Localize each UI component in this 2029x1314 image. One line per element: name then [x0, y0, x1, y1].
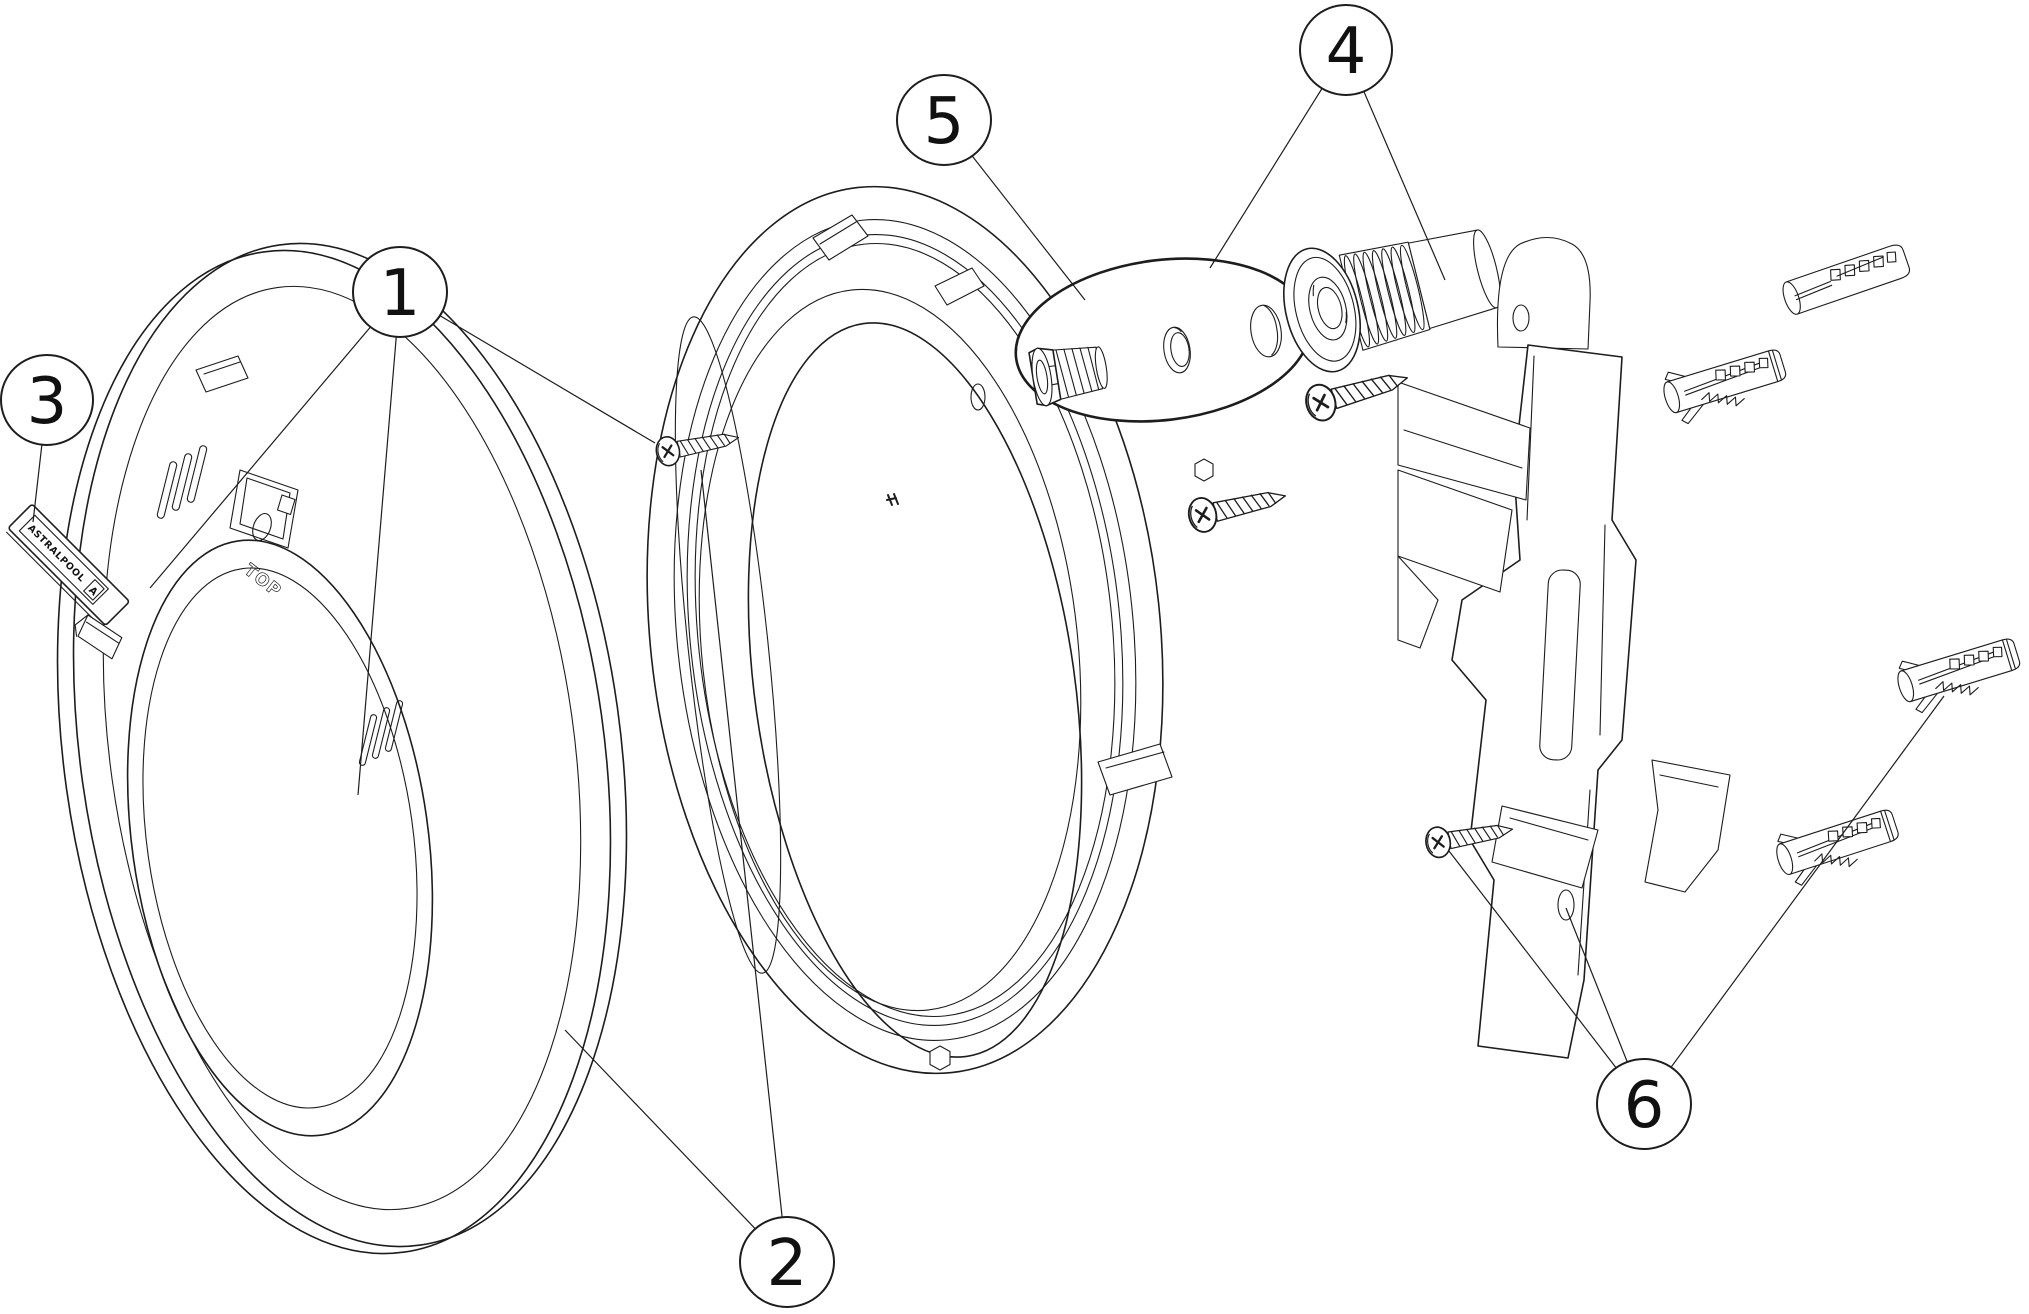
housing-bottom-tab	[1097, 743, 1173, 796]
trim-ring-back-rim	[56, 249, 612, 1255]
callout-2-number: 2	[767, 1227, 808, 1301]
housing-bottom-hex	[929, 1045, 951, 1071]
housing-top-clip	[934, 267, 985, 306]
wall-plug-1	[1778, 242, 1913, 317]
bracket-bottom-hook	[1491, 805, 1599, 889]
top-marking-text: TOP	[240, 560, 285, 601]
housing-side-hex	[1194, 458, 1214, 482]
o-ring-washer	[1163, 326, 1191, 374]
lens-disc	[747, 322, 1083, 1058]
ring-key-slot	[229, 469, 299, 549]
wall-mounting-bracket	[1397, 236, 1731, 1059]
trim-ring-outer-edge	[72, 242, 628, 1248]
lens-marking-glyph	[886, 493, 899, 506]
bracket-left-hook	[1397, 555, 1439, 649]
leader-1c	[399, 291, 656, 444]
callout-5-number: 5	[924, 85, 965, 159]
detail-view-group	[1014, 257, 1312, 423]
trim-ring-opening-outer-lip	[126, 539, 434, 1137]
callout-6: 6	[1596, 1058, 1692, 1150]
leader-1a	[149, 291, 401, 589]
leader-6a	[1448, 850, 1645, 1105]
cable-gland-assembly	[1283, 229, 1501, 373]
ring-vent-slots-top	[156, 445, 208, 519]
wall-plug-3	[1891, 627, 2026, 718]
housing-face-inner-edge	[698, 288, 1082, 1012]
callout-5: 5	[896, 74, 992, 166]
bracket-left-flap-lower	[1397, 469, 1513, 593]
wall-plug-2	[1657, 338, 1792, 429]
bracket-hinge-lug	[1496, 236, 1591, 350]
leader-1b	[357, 291, 401, 796]
fixing-screw-3	[1184, 477, 1291, 536]
housing-outer-edge	[646, 185, 1164, 1075]
hole-cap	[1250, 304, 1282, 358]
leader-2a	[564, 1029, 788, 1263]
wall-plug-4	[1770, 798, 1905, 891]
gland-threaded-bore	[1308, 276, 1348, 341]
brand-label-clip: ASTRALPOOL A	[6, 504, 130, 660]
bracket-center-slot	[1539, 569, 1581, 761]
callout-3-number: 3	[27, 365, 68, 439]
housing-flange-ring-1	[673, 219, 1137, 1041]
callout-4: 4	[1299, 4, 1393, 96]
niche-housing	[646, 185, 1214, 1075]
callout-2: 2	[739, 1216, 835, 1308]
callout-4-number: 4	[1326, 15, 1367, 89]
callout-balloons: 1 2 3 4 5 6	[0, 4, 1692, 1308]
bracket-lug-hole	[1512, 304, 1530, 332]
housing-top-step	[812, 214, 869, 261]
callout-1: 1	[352, 246, 448, 338]
trim-ring-opening-inner-lip	[142, 567, 418, 1109]
trim-ring-face-edge	[102, 285, 582, 1211]
callout-3: 3	[0, 354, 94, 446]
leader-2b	[700, 469, 788, 1263]
fixing-screw-2	[1300, 359, 1414, 426]
bracket-right-hook	[1644, 759, 1731, 893]
callout-1-number: 1	[380, 257, 421, 331]
ring-top-notch	[195, 355, 249, 393]
housing-inner-wall-arc	[674, 316, 782, 974]
sealing-hex-plug	[1028, 346, 1108, 407]
bracket-left-flap-upper	[1397, 381, 1531, 501]
ring-vent-slots-bottom	[358, 700, 404, 766]
housing-flange-hole	[970, 383, 986, 411]
label-clip-tab	[77, 614, 123, 660]
bracket-lower-hole	[1557, 889, 1575, 921]
callout-6-number: 6	[1624, 1069, 1665, 1143]
trim-ring: TOP	[56, 242, 628, 1255]
housing-flange-ring-3	[694, 242, 1116, 1018]
leader-6c	[1643, 695, 1945, 1105]
